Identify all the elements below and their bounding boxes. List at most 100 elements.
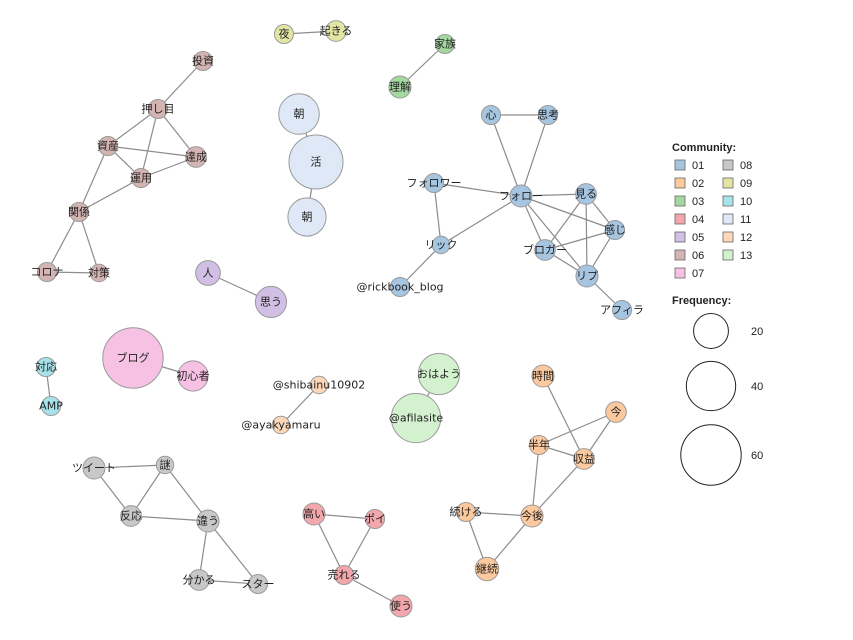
- node-kanji: 感じ: [604, 219, 626, 241]
- node-ayakyamaru: @ayakyamaru: [241, 415, 321, 435]
- legend-swatch-12: [722, 231, 734, 243]
- node-circle: [196, 509, 220, 533]
- frequency-circle-20: [693, 313, 729, 349]
- node-label: 感じ: [604, 224, 626, 237]
- node-ohayou: おはよう: [417, 352, 461, 396]
- node-circle: [273, 23, 295, 45]
- node-taiou: 対応: [35, 356, 57, 378]
- edge-miru-blogger: [544, 193, 587, 251]
- node-shisan: 資産: [97, 135, 119, 157]
- node-circle: [195, 260, 221, 286]
- node-circle: [575, 264, 599, 288]
- node-label: 対策: [88, 266, 110, 280]
- node-label: 押し目: [142, 102, 175, 116]
- node-label: 起きる: [320, 25, 353, 38]
- node-rikai: 理解: [388, 75, 412, 99]
- node-circle: [389, 276, 411, 298]
- edge-follow-rikku: [440, 195, 522, 246]
- edge-toushi-oshime: [157, 60, 204, 110]
- node-kokoro: 心: [480, 104, 502, 126]
- node-label: AMP: [39, 400, 63, 413]
- edge-kanji-blogger: [544, 229, 616, 251]
- legend-label-10: 10: [740, 196, 752, 208]
- legend-label-07: 07: [692, 268, 704, 280]
- node-core: [400, 402, 432, 434]
- frequency-label-20: 20: [751, 326, 763, 338]
- node-label: 半年: [528, 438, 550, 452]
- node-label: 今後: [521, 509, 543, 523]
- node-label: アフィラ: [600, 304, 644, 317]
- edge-follow-kanji: [520, 195, 616, 231]
- node-label: 売れる: [328, 569, 361, 582]
- node-label: 違う: [197, 515, 219, 528]
- edge-follower-rikku: [433, 182, 442, 246]
- node-label: 運用: [130, 172, 152, 185]
- edge-ima-hantoshi: [538, 411, 617, 446]
- node-tsukau: 使う: [389, 594, 413, 618]
- node-label: 見る: [575, 188, 597, 201]
- node-label: 活: [311, 156, 322, 169]
- node-circle: [575, 183, 597, 205]
- legend-label-08: 08: [740, 160, 752, 172]
- edge-nazo-chigau: [164, 464, 209, 522]
- node-circle: [605, 401, 627, 423]
- legend-label-12: 12: [740, 232, 752, 244]
- node-label: 達成: [185, 151, 207, 164]
- node-label: ブログ: [117, 351, 150, 365]
- node-label: 人: [203, 267, 214, 280]
- node-label: おはよう: [417, 368, 461, 381]
- node-circle: [455, 501, 477, 523]
- node-label: 時間: [532, 370, 554, 383]
- node-label: ポイ: [364, 513, 386, 526]
- edge-miru-ripu: [585, 193, 588, 277]
- node-label: 継続: [476, 562, 498, 576]
- node-chigau: 違う: [196, 509, 220, 533]
- node-shikou: 思考: [537, 104, 559, 126]
- legend-swatch-01: [674, 159, 686, 171]
- node-shueki: 収益: [573, 448, 595, 470]
- node-tsuzukeru: 続ける: [450, 501, 483, 523]
- node-label: 謎: [160, 459, 171, 472]
- node-circle: [89, 263, 109, 283]
- node-rickbook: @rickbook_blog: [356, 276, 444, 298]
- node-label: @rickbook_blog: [356, 281, 443, 294]
- frequency-legend-title: Frequency:: [672, 295, 731, 307]
- node-circle: [388, 75, 412, 99]
- node-nazo: 謎: [155, 455, 175, 475]
- legend-label-03: 03: [692, 196, 704, 208]
- node-circle: [434, 33, 456, 55]
- legend-swatch-04: [674, 213, 686, 225]
- edge-kokoro-follow: [490, 114, 522, 197]
- node-label: 思う: [260, 296, 282, 309]
- legend-swatch-06: [674, 249, 686, 261]
- node-asa2: 朝: [287, 197, 327, 237]
- edge-tweet-nazo: [93, 464, 166, 469]
- node-circle: [537, 104, 559, 126]
- node-label: フォロワー: [407, 177, 462, 190]
- node-circle: [155, 455, 175, 475]
- edge-shisan-tassei: [107, 145, 197, 158]
- node-hannou: 反応: [120, 505, 142, 527]
- edge-hannou-chigau: [130, 515, 209, 522]
- node-shibainu: @shibainu10902: [273, 375, 365, 395]
- nodes-layer: 夜起きる家族理解投資押し目資産達成運用関係コロナ対策朝活朝心思考フォロワーフォロ…: [31, 20, 644, 618]
- node-label: 家族: [434, 37, 456, 51]
- node-core: [426, 361, 452, 387]
- node-label: 使う: [390, 600, 412, 613]
- node-wakaru: 分かる: [183, 569, 216, 591]
- node-corona: コロナ: [31, 261, 64, 283]
- legend-swatch-05: [674, 231, 686, 243]
- node-circle: [604, 219, 626, 241]
- node-asa1: 朝: [278, 93, 320, 135]
- node-label: 続ける: [450, 505, 483, 519]
- node-label: 高い: [303, 507, 325, 521]
- node-unyou: 運用: [130, 167, 152, 189]
- node-circle: [611, 299, 633, 321]
- node-omou: 思う: [254, 285, 288, 319]
- node-circle: [333, 564, 355, 586]
- node-ripu: リプ: [575, 264, 599, 288]
- node-label: 思考: [537, 109, 559, 122]
- node-label: 分かる: [183, 574, 216, 587]
